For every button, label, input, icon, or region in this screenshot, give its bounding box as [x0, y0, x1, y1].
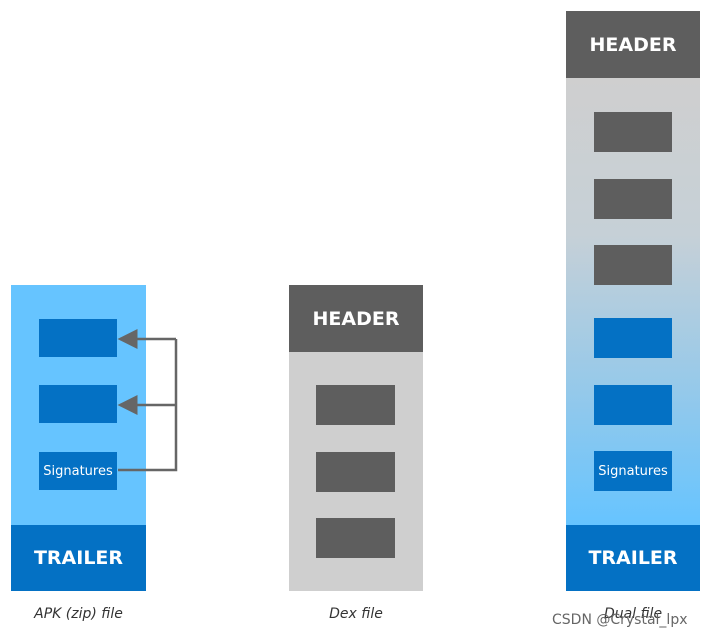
- dual-apk-entry-block: [594, 385, 672, 425]
- dual-file-body: [566, 78, 700, 525]
- dual-trailer: TRAILER: [566, 525, 700, 591]
- dual-dex-section-block: [594, 112, 672, 152]
- apk-trailer: TRAILER: [11, 525, 146, 591]
- apk-entry-block: [39, 385, 117, 423]
- dual-signatures-block: Signatures: [594, 451, 672, 491]
- apk-entry-block: [39, 319, 117, 357]
- dex-section-block: [316, 452, 395, 492]
- dual-apk-entry-block: [594, 318, 672, 358]
- dex-header: HEADER: [289, 285, 423, 352]
- dex-caption: Dex file: [329, 606, 383, 622]
- dual-dex-section-block: [594, 245, 672, 285]
- dual-header: HEADER: [566, 11, 700, 78]
- dual-caption: Dual file: [603, 606, 663, 622]
- dex-section-block: [316, 518, 395, 558]
- dex-section-block: [316, 385, 395, 425]
- apk-caption: APK (zip) file: [34, 606, 123, 622]
- apk-signatures-block: Signatures: [39, 452, 117, 490]
- watermark: CSDN @Crystal_lpx: [552, 612, 688, 628]
- dual-dex-section-block: [594, 179, 672, 219]
